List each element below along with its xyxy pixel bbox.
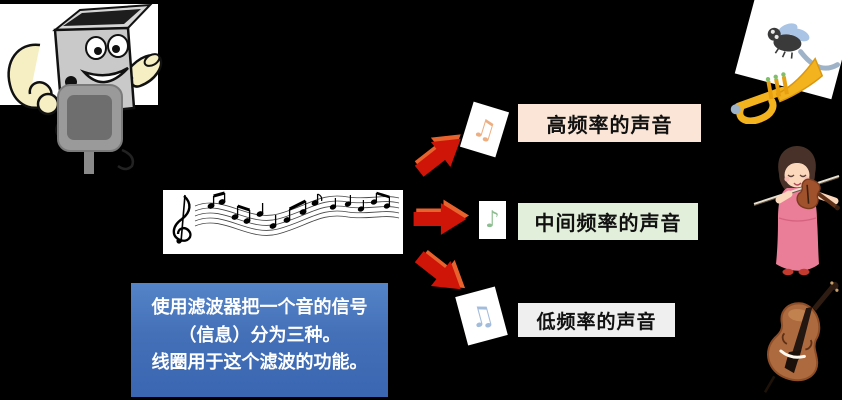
- caption-line-3: 线圈用于这个滤波的功能。: [151, 352, 368, 372]
- fly-card-illustration: [734, 0, 842, 100]
- note-card-low: ♫: [455, 286, 508, 346]
- music-note-icon: ♫: [468, 111, 501, 148]
- caption-line-2: （信息）分为三种。: [178, 324, 341, 345]
- arrow-to-low-icon: [402, 237, 478, 310]
- music-staff-icon: [172, 191, 400, 244]
- arrow-to-high-icon: [402, 119, 478, 192]
- label-low-frequency-text: 低频率的声音: [536, 311, 657, 333]
- double-bass-illustration: [750, 277, 842, 400]
- label-high-frequency: 高频率的声音: [518, 104, 701, 142]
- arrow-to-middle-icon: [409, 197, 471, 241]
- trumpet-icon: [724, 56, 828, 125]
- label-middle-frequency: 中间频率的声音: [518, 203, 698, 240]
- label-middle-frequency-text: 中间频率的声音: [534, 213, 682, 235]
- caption-line-1: 使用滤波器把一个音的信号: [151, 297, 368, 317]
- music-note-icon: ♫: [465, 296, 498, 336]
- violin-player-illustration: [751, 142, 842, 278]
- note-card-high: ♫: [459, 101, 510, 158]
- music-notes-illustration: [163, 190, 403, 254]
- speaker-character-illustration: [0, 0, 166, 180]
- label-high-frequency-text: 高频率的声音: [546, 114, 673, 137]
- violin-player-icon: [753, 146, 840, 276]
- caption-box: 使用滤波器把一个音的信号 （信息）分为三种。 线圈用于这个滤波的功能。: [131, 283, 388, 397]
- music-note-icon: ♪: [485, 207, 500, 233]
- note-card-middle: ♪: [479, 201, 506, 239]
- label-low-frequency: 低频率的声音: [518, 303, 675, 337]
- fly-icon: [767, 23, 841, 71]
- double-bass-icon: [763, 281, 839, 393]
- speaker-character-icon: [0, 3, 163, 174]
